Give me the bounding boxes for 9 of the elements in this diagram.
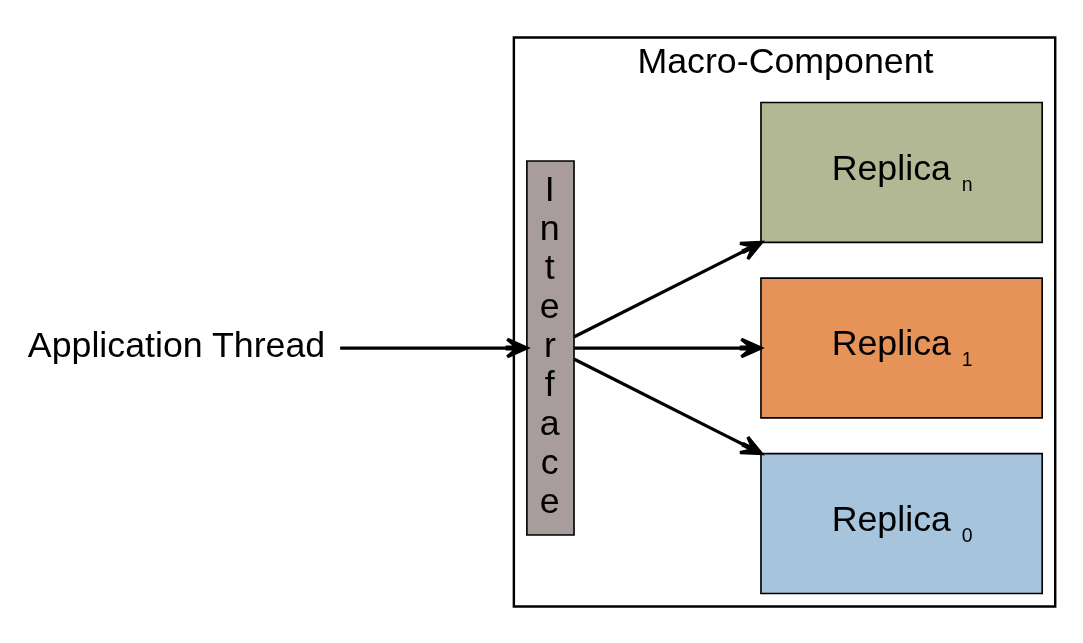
arrow [573,357,763,455]
node-box: Replica $_{0}$ [760,452,1044,594]
arrow [340,337,529,358]
node-box: Interface [526,159,575,536]
node-box: Replica $_{n}$ [760,101,1044,243]
node-box: Replica $_{1}$ [760,276,1044,419]
arrow [574,337,763,358]
node-text: Application Thread [27,324,326,365]
arrow [573,240,763,338]
